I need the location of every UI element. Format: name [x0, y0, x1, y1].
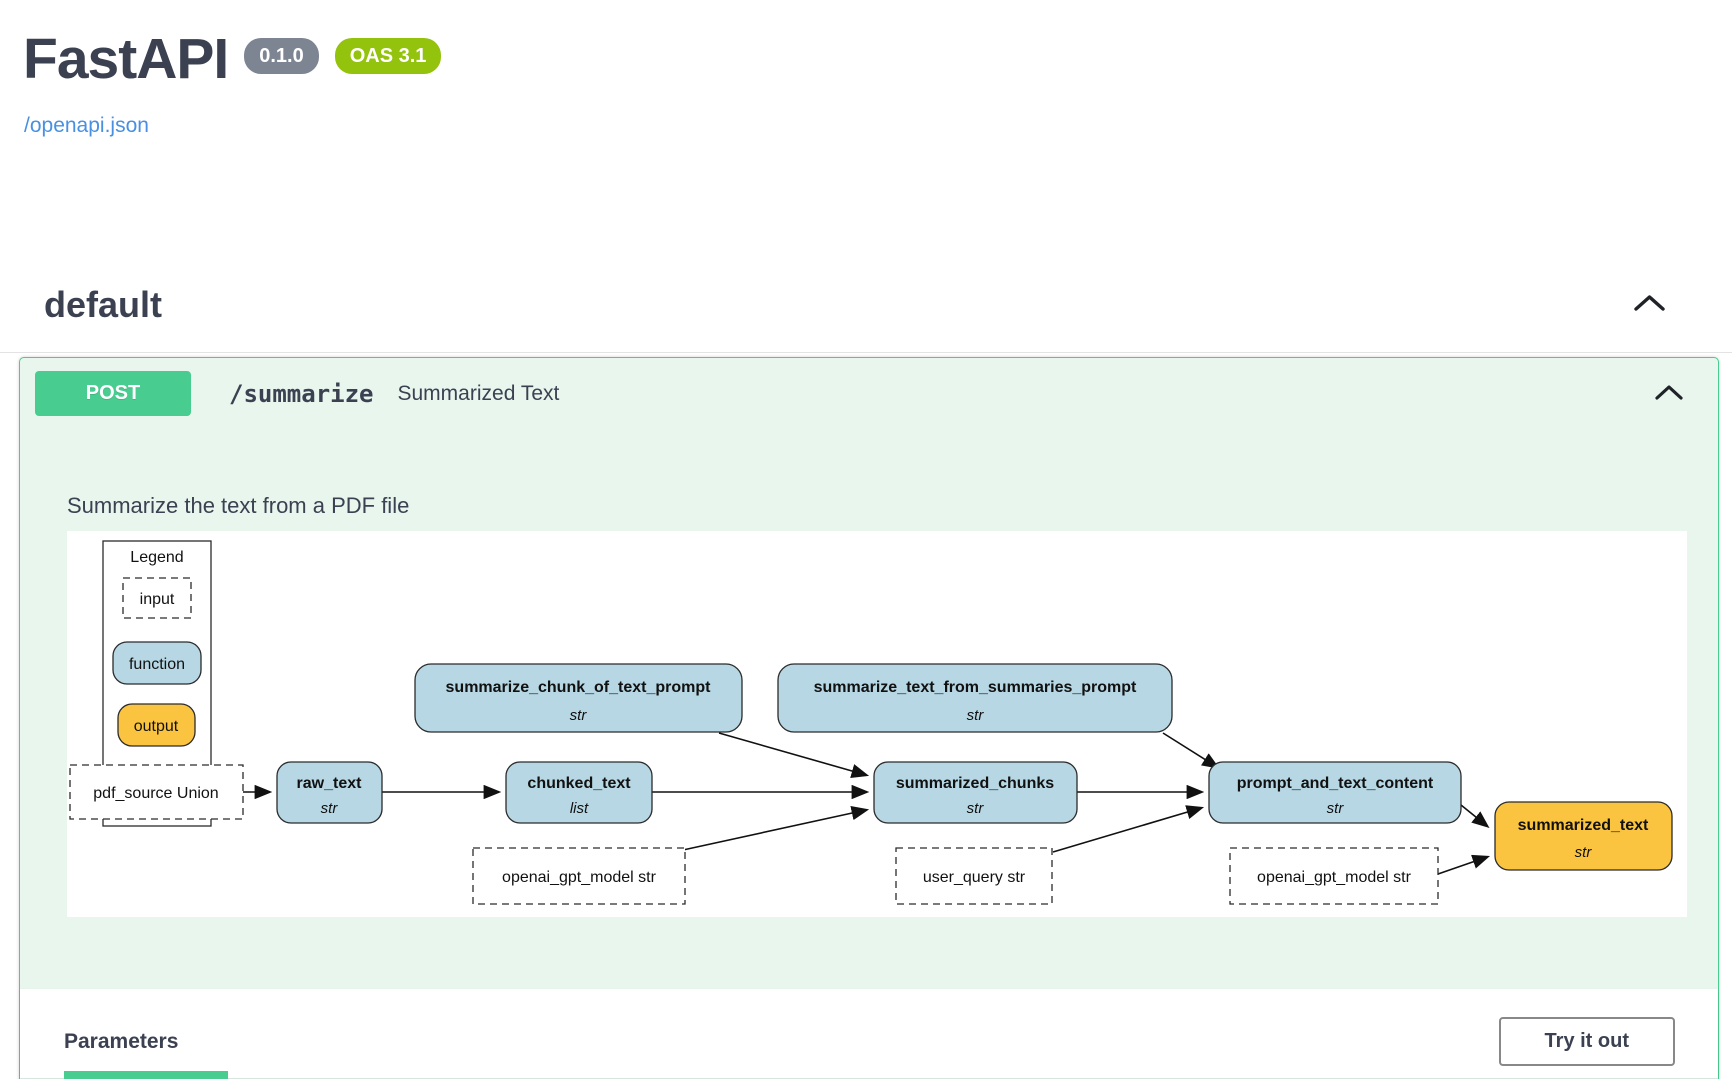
version-badge: 0.1.0: [244, 38, 318, 74]
method-badge: POST: [35, 371, 191, 416]
endpoint-summary-text: Summarized Text: [398, 382, 560, 406]
endpoint-summary-row[interactable]: POST /summarize Summarized Text: [20, 358, 1718, 429]
node-type: list: [570, 800, 589, 817]
try-it-out-button[interactable]: Try it out: [1499, 1017, 1675, 1066]
edge-gpt-model-1-to-summarized-chunks: [683, 810, 866, 850]
parameters-heading: Parameters: [64, 1030, 178, 1054]
node-label: user_query str: [923, 869, 1026, 886]
node-summarized-chunks: summarized_chunks str: [874, 762, 1077, 823]
parameters-row: Parameters Try it out: [64, 1017, 1675, 1066]
api-title: FastAPI: [23, 30, 228, 90]
node-type: str: [1575, 844, 1593, 861]
collapse-section-button[interactable]: [1629, 290, 1670, 319]
node-type: str: [967, 707, 985, 724]
parameters-active-indicator: [64, 1071, 228, 1079]
api-title-row: FastAPI 0.1.0 OAS 3.1: [23, 30, 1732, 90]
node-label: pdf_source Union: [93, 785, 218, 802]
legend-input-label: input: [140, 591, 175, 608]
node-chunked-text: chunked_text list: [506, 762, 652, 823]
tag-section-title[interactable]: default: [44, 283, 162, 326]
node-summarize-chunk-of-text-prompt: summarize_chunk_of_text_prompt str: [415, 664, 742, 732]
chevron-up-icon: [1633, 294, 1666, 312]
node-type: str: [1327, 800, 1345, 817]
node-raw-text: raw_text str: [277, 762, 382, 823]
node-label: chunked_text: [527, 775, 631, 792]
legend-output-label: output: [134, 718, 179, 735]
node-pdf-source: pdf_source Union: [70, 765, 243, 819]
collapse-endpoint-button[interactable]: [1650, 380, 1688, 408]
node-prompt-and-text-content: prompt_and_text_content str: [1209, 762, 1461, 823]
openapi-spec-link[interactable]: /openapi.json: [24, 114, 149, 138]
edge-gpt-model-2-to-summarized-text: [1438, 857, 1487, 874]
node-type: str: [967, 800, 985, 817]
node-label: summarize_text_from_summaries_prompt: [814, 679, 1137, 696]
dataflow-diagram-svg: Legend input function output pdf_source …: [67, 531, 1687, 917]
node-openai-gpt-model-1: openai_gpt_model str: [473, 848, 685, 904]
api-info-header: FastAPI 0.1.0 OAS 3.1 /openapi.json: [0, 0, 1732, 138]
node-summarize-text-from-summaries-prompt: summarize_text_from_summaries_prompt str: [778, 664, 1172, 732]
oas-badge: OAS 3.1: [335, 38, 442, 74]
chevron-up-icon: [1654, 384, 1684, 401]
legend-title: Legend: [130, 549, 183, 566]
edge-prompt-content-to-summarized-text: [1461, 805, 1487, 826]
node-openai-gpt-model-2: openai_gpt_model str: [1230, 848, 1438, 904]
opblock-post-summarize: POST /summarize Summarized Text Summariz…: [19, 357, 1719, 1079]
endpoint-path: /summarize: [229, 380, 374, 408]
node-type: str: [321, 800, 339, 817]
parameters-section-header: Parameters Try it out: [20, 989, 1718, 1078]
node-label: summarized_chunks: [896, 775, 1054, 792]
edge-chunk-prompt-to-summarized-chunks: [719, 733, 866, 775]
dataflow-diagram: Legend input function output pdf_source …: [67, 531, 1687, 917]
node-label: raw_text: [297, 775, 363, 792]
endpoint-description: Summarize the text from a PDF file: [67, 493, 1718, 519]
node-summarized-text: summarized_text str: [1495, 802, 1672, 870]
node-label: openai_gpt_model str: [1257, 869, 1412, 886]
edge-summaries-prompt-to-prompt-content: [1163, 733, 1217, 767]
tag-section-header[interactable]: default: [0, 283, 1732, 353]
node-label: summarized_text: [1518, 817, 1649, 834]
node-label: summarize_chunk_of_text_prompt: [446, 679, 712, 696]
node-type: str: [570, 707, 588, 724]
node-label: prompt_and_text_content: [1237, 775, 1434, 792]
node-user-query: user_query str: [896, 848, 1052, 904]
node-label: openai_gpt_model str: [502, 869, 657, 886]
legend-function-label: function: [129, 656, 185, 673]
